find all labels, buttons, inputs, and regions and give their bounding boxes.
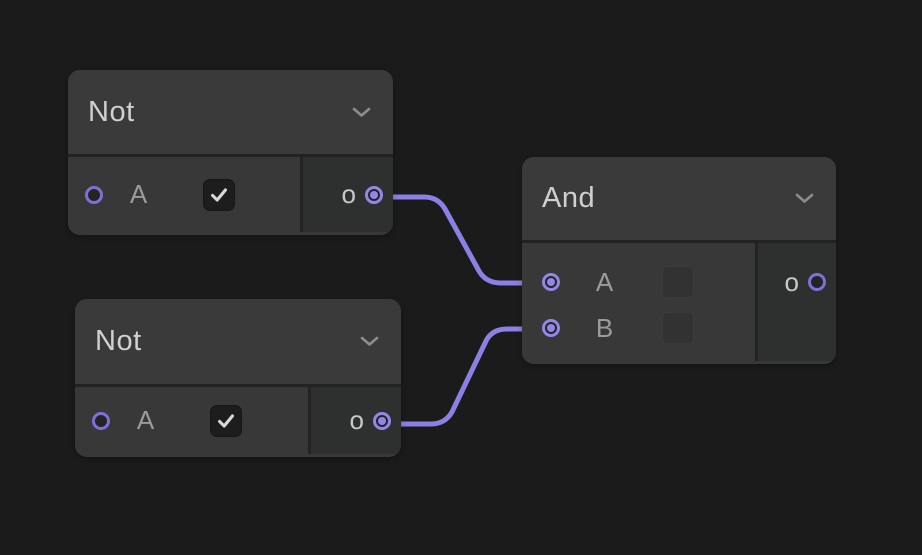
input-row-b: B bbox=[522, 305, 755, 351]
edge-not2-to-and-b[interactable] bbox=[379, 326, 554, 427]
input-port-a[interactable] bbox=[92, 411, 110, 430]
chevron-down-icon[interactable] bbox=[795, 193, 814, 204]
node-body: A o bbox=[68, 157, 393, 232]
input-a-checkbox-checked[interactable] bbox=[204, 179, 234, 210]
node-title: And bbox=[542, 182, 596, 214]
input-row-a: A bbox=[522, 259, 755, 305]
output-port-o[interactable] bbox=[808, 273, 826, 291]
output-label: o bbox=[341, 179, 356, 209]
output-row-o: o bbox=[303, 172, 393, 218]
node-title: Not bbox=[95, 325, 142, 357]
output-port-o[interactable] bbox=[365, 185, 383, 204]
outputs-section: o bbox=[755, 243, 836, 361]
chevron-down-icon[interactable] bbox=[360, 336, 379, 347]
node-body: A o bbox=[75, 387, 401, 454]
input-port-a[interactable] bbox=[542, 273, 560, 291]
outputs-section: o bbox=[300, 157, 393, 232]
input-row-a: A bbox=[75, 398, 308, 444]
input-label: A bbox=[129, 179, 148, 209]
input-a-checkbox-disabled bbox=[662, 266, 694, 298]
input-label: A bbox=[136, 405, 155, 435]
node-and-header[interactable]: And bbox=[522, 157, 836, 243]
output-row-o: o bbox=[311, 398, 401, 444]
edge-not1-to-and-a[interactable] bbox=[372, 194, 554, 286]
input-label: B bbox=[595, 312, 614, 343]
chevron-down-icon[interactable] bbox=[352, 107, 371, 118]
input-port-b[interactable] bbox=[542, 319, 560, 337]
node-and[interactable]: And A B o bbox=[522, 157, 836, 364]
output-label: o bbox=[349, 405, 364, 435]
checkmark-icon bbox=[211, 187, 227, 202]
input-row-a: A bbox=[68, 172, 300, 218]
input-port-a[interactable] bbox=[85, 185, 103, 204]
node-not-2[interactable]: Not A o bbox=[75, 299, 401, 457]
checkmark-icon bbox=[218, 413, 234, 428]
input-b-checkbox-disabled bbox=[662, 312, 694, 344]
input-a-checkbox-checked[interactable] bbox=[211, 405, 241, 436]
node-not-2-header[interactable]: Not bbox=[75, 299, 401, 387]
inputs-section: A bbox=[75, 387, 308, 454]
node-not-1-header[interactable]: Not bbox=[68, 70, 393, 157]
input-label: A bbox=[595, 266, 614, 297]
node-not-1[interactable]: Not A o bbox=[68, 70, 393, 235]
node-body: A B o bbox=[522, 243, 836, 361]
output-label: o bbox=[784, 266, 799, 297]
node-title: Not bbox=[88, 95, 135, 128]
output-row-o: o bbox=[758, 259, 836, 305]
output-port-o[interactable] bbox=[373, 411, 391, 430]
outputs-section: o bbox=[308, 387, 401, 454]
inputs-section: A bbox=[68, 157, 300, 232]
inputs-section: A B bbox=[522, 243, 755, 361]
